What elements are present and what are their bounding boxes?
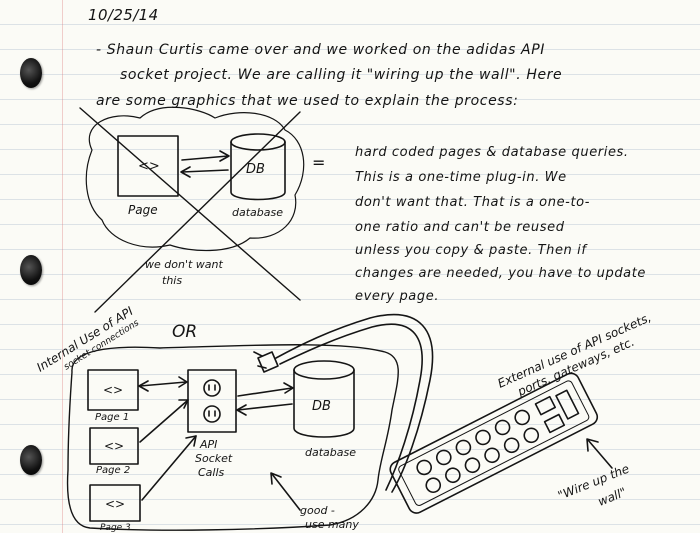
strip-outlet-4-icon bbox=[475, 429, 491, 446]
arrow-page1-api-tail bbox=[138, 380, 149, 392]
good-label-line-1: good - bbox=[300, 504, 335, 517]
top-db-body bbox=[230, 141, 286, 201]
desc-line-3: don't want that. That is a one-to- bbox=[355, 195, 590, 210]
desc-line-5: unless you copy & paste. Then if bbox=[355, 243, 587, 258]
top-arrow-left-head bbox=[180, 166, 191, 178]
top-arrow-left bbox=[181, 169, 229, 173]
strip-outlet-11-icon bbox=[503, 437, 520, 454]
desc-line-7: every page. bbox=[355, 289, 440, 304]
top-page-label: Page bbox=[128, 203, 158, 217]
arrow-db-api bbox=[237, 403, 293, 411]
bottom-db-body bbox=[293, 369, 355, 438]
intro-line-3: are some graphics that we used to explai… bbox=[96, 93, 519, 109]
power-cord-inner bbox=[279, 323, 423, 491]
top-arrow-right-head bbox=[219, 150, 230, 162]
page-3-symbol: <> bbox=[105, 497, 125, 511]
bottom-db-label: database bbox=[305, 446, 356, 459]
binder-hole-bottom bbox=[20, 445, 42, 475]
good-label-line-2: use many bbox=[305, 518, 359, 531]
strip-outlet-10-icon bbox=[484, 447, 500, 464]
top-db-symbol: DB bbox=[246, 162, 265, 177]
page-2-box bbox=[89, 427, 139, 465]
top-cross-line-1 bbox=[79, 107, 301, 301]
wire-pointer-arrow-head bbox=[586, 438, 599, 452]
power-cord bbox=[275, 313, 434, 493]
page-1-symbol: <> bbox=[103, 383, 123, 397]
good-pointer-arrow bbox=[271, 473, 301, 511]
strip-outlet-9-icon bbox=[464, 457, 481, 474]
top-diagram: <> Page DB database = we don't want this bbox=[79, 106, 325, 313]
api-label-line-1: API bbox=[199, 438, 217, 451]
page-1-box bbox=[87, 369, 139, 411]
page-3-box bbox=[89, 484, 141, 522]
plug-prong-1 bbox=[253, 351, 263, 357]
good-pointer-arrow-head bbox=[270, 472, 282, 485]
arrow-api-db bbox=[237, 387, 293, 397]
top-db-label: database bbox=[232, 206, 283, 219]
arrow-page2-api bbox=[139, 399, 189, 443]
top-arrow-right bbox=[181, 155, 229, 161]
strip-switch-icon bbox=[555, 389, 580, 420]
arrow-page1-api-head bbox=[178, 376, 188, 388]
desc-line-2: This is a one-time plug-in. We bbox=[355, 170, 567, 185]
strip-outlet-7-icon bbox=[425, 477, 442, 494]
strip-outlet-6-icon bbox=[514, 409, 530, 426]
intro-line-2: socket project. We are calling it "wirin… bbox=[120, 67, 563, 83]
strip-outlet-5-icon bbox=[494, 419, 511, 436]
top-db-top bbox=[230, 133, 286, 151]
equals-sign: = bbox=[312, 153, 325, 172]
strip-outlet-2-icon bbox=[435, 449, 452, 466]
outlet-top-icon bbox=[203, 379, 221, 397]
outlet-bottom-icon bbox=[203, 405, 221, 423]
power-strip bbox=[389, 372, 599, 514]
wall-outline bbox=[66, 344, 399, 531]
plug-prong-2 bbox=[257, 365, 267, 369]
top-caption-line-1: we don't want bbox=[145, 258, 223, 271]
binder-hole-middle bbox=[20, 255, 42, 285]
api-label-line-3: Calls bbox=[198, 466, 225, 479]
bottom-diagram: <> Page 1 <> Page 2 <> Page 3 API Socket… bbox=[66, 313, 631, 533]
arrow-db-api-head bbox=[236, 404, 247, 416]
bottom-db-symbol: DB bbox=[312, 399, 331, 414]
bottom-db-top bbox=[293, 360, 355, 380]
arrow-page3-api bbox=[141, 435, 197, 501]
page-2-label: Page 2 bbox=[96, 465, 130, 476]
page-1-label: Page 1 bbox=[95, 412, 129, 423]
strip-port-2-icon bbox=[543, 413, 566, 434]
top-cross-line-2 bbox=[94, 111, 301, 313]
desc-line-1: hard coded pages & database queries. bbox=[355, 145, 629, 160]
desc-line-4: one ratio and can't be reused bbox=[355, 220, 565, 235]
arrow-page2-api-head bbox=[178, 399, 189, 409]
arrow-api-db-head bbox=[283, 382, 294, 394]
arrow-page3-api-head bbox=[185, 435, 197, 447]
strip-outlet-8-icon bbox=[445, 467, 461, 484]
api-label-line-2: Socket bbox=[195, 452, 233, 465]
power-strip-body bbox=[389, 372, 599, 514]
wire-label-line-2: wall" bbox=[596, 485, 628, 509]
top-caption-line-2: this bbox=[162, 274, 182, 287]
intro-line-1: - Shaun Curtis came over and we worked o… bbox=[96, 42, 545, 58]
binder-hole-top bbox=[20, 58, 42, 88]
strip-outlet-12-icon bbox=[523, 427, 540, 444]
margin-line bbox=[62, 0, 63, 533]
strip-port-1-icon bbox=[534, 395, 557, 416]
wire-pointer-arrow bbox=[587, 439, 613, 469]
strip-outlet-3-icon bbox=[455, 439, 472, 456]
page-3-label: Page 3 bbox=[100, 523, 131, 533]
top-cloud-outline bbox=[85, 106, 305, 252]
top-page-box bbox=[117, 135, 179, 197]
external-label-line-1: External use of API sockets, bbox=[496, 310, 654, 390]
strip-outlet-1-icon bbox=[416, 459, 432, 476]
or-label: OR bbox=[172, 322, 197, 342]
entry-date: 10/25/14 bbox=[88, 6, 159, 24]
power-strip-panel bbox=[398, 380, 590, 506]
page-2-symbol: <> bbox=[104, 439, 124, 453]
desc-line-6: changes are needed, you have to update bbox=[355, 266, 647, 281]
arrow-page1-api bbox=[139, 381, 187, 387]
